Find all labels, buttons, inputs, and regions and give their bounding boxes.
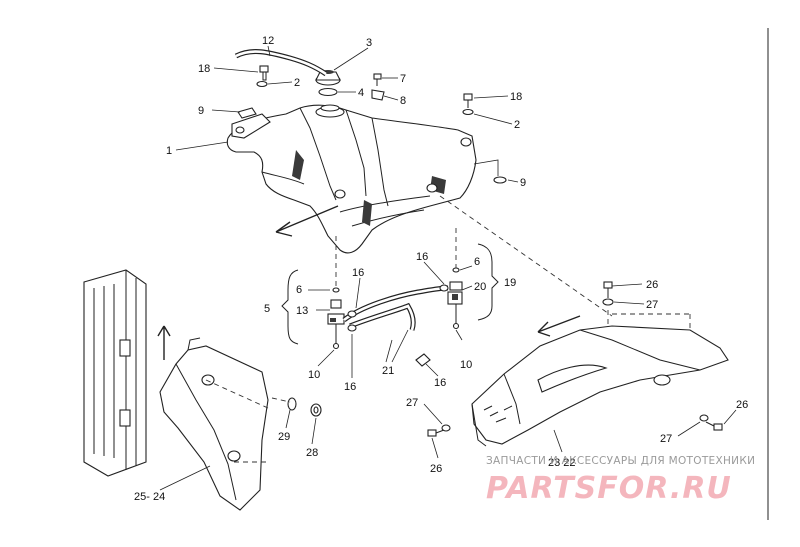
label-5: 5 bbox=[264, 303, 270, 315]
bracket-5 bbox=[281, 269, 299, 345]
hose-clip-16-a bbox=[347, 310, 357, 318]
bolt-26-left bbox=[427, 429, 445, 437]
washer-27-left bbox=[441, 424, 451, 432]
label-29: 29 bbox=[278, 431, 290, 443]
watermark-logo: PARTSFOR.RU bbox=[486, 471, 732, 506]
hose-clip-16-b bbox=[347, 324, 357, 332]
rubber-9-right bbox=[493, 176, 507, 184]
radiator-arrow bbox=[157, 325, 171, 360]
grommet-28 bbox=[310, 403, 322, 417]
label-16a: 16 bbox=[352, 267, 364, 279]
bolt-26-top bbox=[603, 281, 613, 298]
panel-arrow bbox=[537, 315, 581, 337]
leader-lines bbox=[159, 45, 737, 491]
screw-7 bbox=[373, 73, 382, 86]
radiator bbox=[83, 269, 147, 477]
clip-8 bbox=[371, 89, 385, 101]
screw-29 bbox=[287, 397, 297, 411]
label-16b: 16 bbox=[416, 251, 428, 263]
label-13: 13 bbox=[296, 305, 308, 317]
label-6a: 6 bbox=[296, 284, 302, 296]
watermark-caption: ЗАПЧАСТИ И АКСЕССУАРЫ ДЛЯ МОТОТЕХНИКИ bbox=[486, 455, 755, 467]
label-27c: 27 bbox=[660, 433, 672, 445]
fuel-tank bbox=[226, 104, 477, 254]
hose-clip-16-d bbox=[415, 353, 431, 367]
label-21: 21 bbox=[382, 365, 394, 377]
label-2a: 2 bbox=[294, 77, 300, 89]
label-2b: 2 bbox=[514, 119, 520, 131]
fuel-tap-left bbox=[327, 287, 345, 350]
washer-27-top bbox=[602, 298, 614, 306]
label-8: 8 bbox=[400, 95, 406, 107]
label-16d: 16 bbox=[434, 377, 446, 389]
bracket-19 bbox=[477, 243, 499, 321]
left-radiator-shroud bbox=[159, 337, 269, 511]
label-27a: 27 bbox=[646, 299, 658, 311]
label-6b: 6 bbox=[474, 256, 480, 268]
label-9b: 9 bbox=[520, 177, 526, 189]
fuel-tap-right bbox=[447, 267, 463, 330]
washer-2-left bbox=[256, 80, 268, 88]
label-26b: 26 bbox=[430, 463, 442, 475]
hose-clip-16-c bbox=[439, 284, 449, 292]
label-18a: 18 bbox=[198, 63, 210, 75]
washer-27-right bbox=[699, 414, 709, 422]
right-side-panel bbox=[471, 325, 729, 447]
label-28: 28 bbox=[306, 447, 318, 459]
label-9a: 9 bbox=[198, 105, 204, 117]
bolt-18-right bbox=[463, 93, 473, 108]
part-labels: 1 2 2 3 4 5 6 6 7 8 9 9 10 10 12 13 16 1… bbox=[134, 35, 748, 503]
cap-gasket-4 bbox=[318, 87, 338, 97]
label-10a: 10 bbox=[308, 369, 320, 381]
label-27b: 27 bbox=[406, 397, 418, 409]
washer-2-right bbox=[462, 108, 474, 116]
label-4: 4 bbox=[358, 87, 364, 99]
label-7: 7 bbox=[400, 73, 406, 85]
label-26c: 26 bbox=[736, 399, 748, 411]
label-25-24: 25- 24 bbox=[134, 491, 165, 503]
washer-9-left bbox=[237, 107, 257, 119]
label-19: 19 bbox=[504, 277, 516, 289]
label-23-22: 23 22 bbox=[548, 457, 576, 469]
bolt-18-left bbox=[259, 65, 269, 81]
bolt-26-right bbox=[705, 421, 723, 431]
watermark: ЗАПЧАСТИ И АКСЕССУАРЫ ДЛЯ МОТОТЕХНИКИ PA… bbox=[486, 455, 755, 506]
label-10b: 10 bbox=[460, 359, 472, 371]
label-3: 3 bbox=[366, 37, 372, 49]
label-20: 20 bbox=[474, 281, 486, 293]
label-12: 12 bbox=[262, 35, 274, 47]
label-16c: 16 bbox=[344, 381, 356, 393]
front-direction-arrow bbox=[275, 205, 339, 237]
label-26a: 26 bbox=[646, 279, 658, 291]
label-18b: 18 bbox=[510, 91, 522, 103]
fuel-hose-21 bbox=[342, 285, 449, 323]
label-1: 1 bbox=[166, 145, 172, 157]
